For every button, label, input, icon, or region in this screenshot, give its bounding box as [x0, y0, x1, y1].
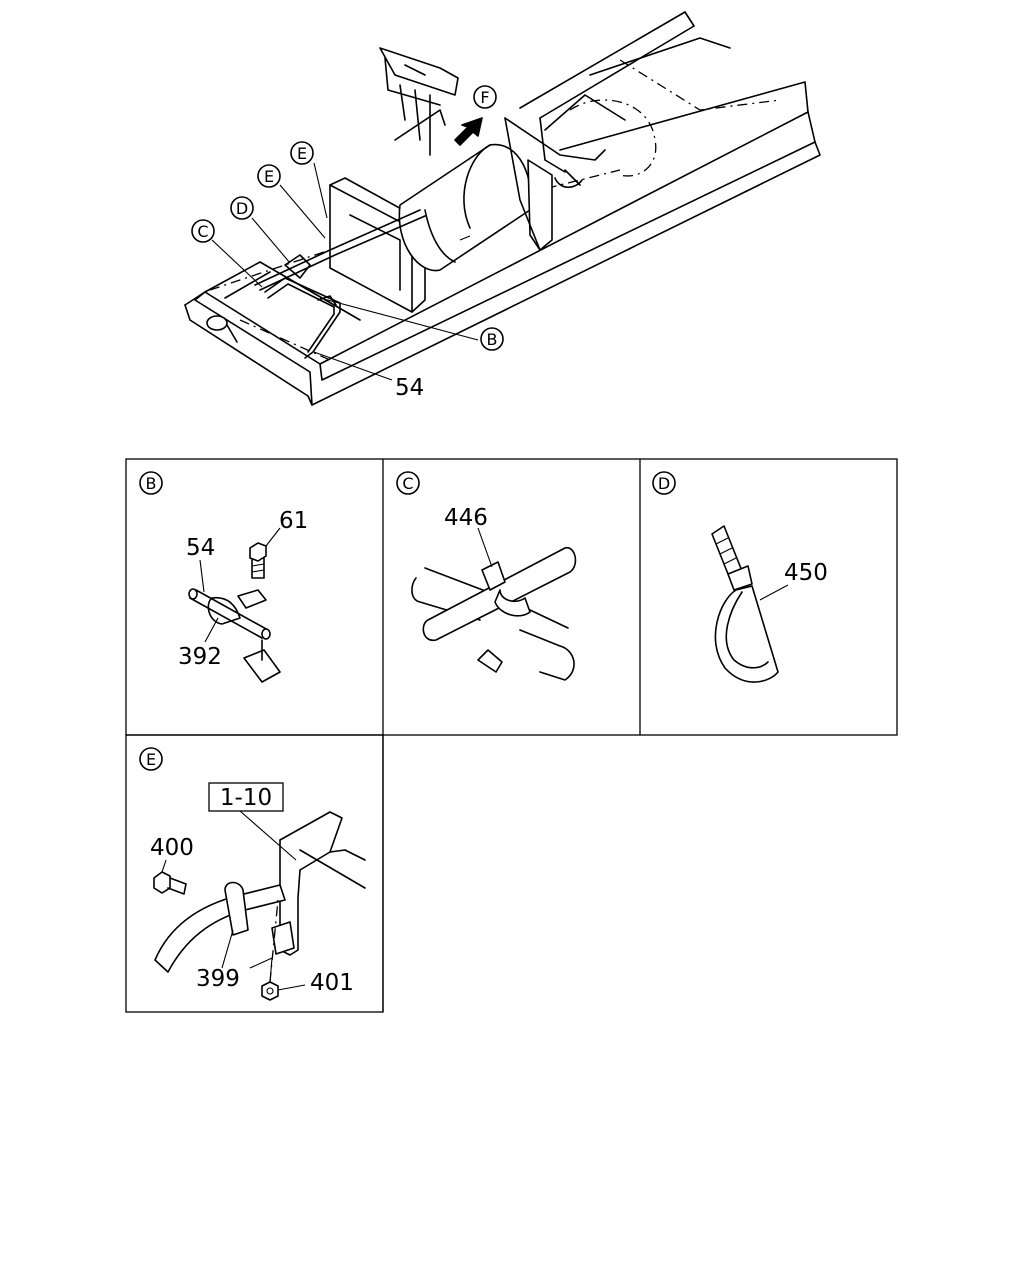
svg-text:C: C	[197, 222, 208, 241]
callout-F: F	[473, 85, 497, 109]
callout-C: C	[191, 219, 215, 243]
callout-B: B	[480, 327, 504, 351]
ref-label-1-10: 1-10	[220, 785, 272, 811]
detail-E-letter: E	[146, 750, 156, 769]
part-label-401: 401	[310, 970, 354, 996]
svg-text:E: E	[297, 144, 307, 163]
svg-text:D: D	[236, 199, 248, 218]
detail-E: E 1-10 400 399 401	[139, 747, 366, 1001]
ref-box-1-10	[208, 782, 284, 812]
part-label-392: 392	[178, 644, 222, 670]
svg-text:B: B	[487, 330, 498, 349]
svg-text:E: E	[264, 167, 274, 186]
chassis-overview	[184, 11, 821, 406]
part-label-450: 450	[784, 560, 828, 586]
part-label-54-detail: 54	[186, 535, 215, 561]
detail-B-letter: B	[146, 474, 157, 493]
detail-C-letter: C	[402, 474, 413, 493]
detail-D-letter: D	[658, 474, 670, 493]
part-label-61: 61	[279, 508, 308, 534]
callout-E-lower: E	[257, 164, 281, 188]
part-label-54: 54	[395, 375, 424, 401]
callout-D: D	[230, 196, 254, 220]
detail-C: C 446	[396, 471, 577, 681]
callout-E-upper: E	[290, 141, 314, 165]
svg-text:F: F	[480, 88, 489, 107]
part-label-400: 400	[150, 835, 194, 861]
part-label-399: 399	[196, 966, 240, 992]
detail-B: B 61 54 392	[139, 471, 308, 683]
detail-D: D 450	[652, 471, 828, 683]
part-label-446: 446	[444, 505, 488, 531]
detail-frames	[125, 458, 898, 1013]
